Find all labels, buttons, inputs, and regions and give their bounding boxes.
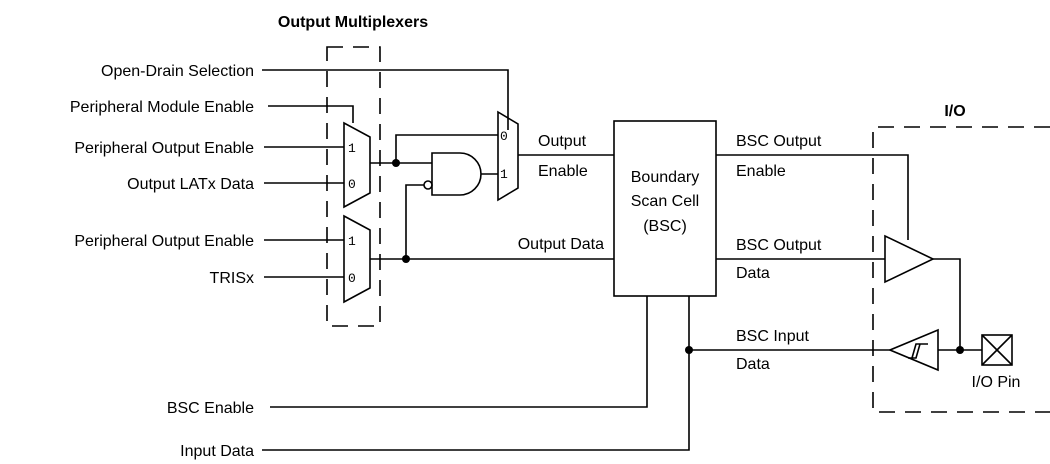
multiplexer-3 [497, 110, 519, 202]
label-output-enable-line2: Enable [538, 163, 588, 180]
label-bsc-output-data-line2: Data [736, 265, 770, 282]
wire-open-drain-selection [262, 69, 509, 130]
boundary-scan-cell [613, 120, 717, 297]
io-title: I/O [944, 103, 965, 120]
mux3-input-1: 1 [500, 167, 508, 182]
label-bsc-enable: BSC Enable [167, 400, 254, 417]
label-input-data: Input Data [180, 443, 254, 460]
mux1-input-1: 1 [348, 141, 356, 156]
multiplexer-1 [343, 121, 371, 209]
label-bsc-output-data-line1: BSC Output [736, 237, 822, 254]
wire-peripheral-module-enable [268, 105, 354, 123]
label-io-pin: I/O Pin [972, 374, 1021, 391]
wire-buffer-to-pin [933, 258, 961, 350]
label-open-drain-selection: Open-Drain Selection [101, 63, 254, 80]
label-peripheral-output-enable-1: Peripheral Output Enable [74, 140, 254, 157]
label-bsc-input-data-line2: Data [736, 356, 770, 373]
label-output-enable-line1: Output [538, 133, 587, 150]
label-output-data: Output Data [518, 236, 604, 253]
mux3-input-0: 0 [500, 129, 508, 144]
io-box [872, 126, 1050, 413]
wire-bsc-enable [270, 296, 648, 408]
wire-input-data [262, 296, 690, 451]
io-pin-cross-2 [981, 334, 1013, 366]
label-peripheral-output-enable-2: Peripheral Output Enable [74, 233, 254, 250]
wire-output-data-to-and [405, 184, 424, 259]
and-gate [431, 152, 482, 196]
wire-bsc-output-enable [716, 154, 909, 240]
label-bsc-input-data-line1: BSC Input [736, 328, 809, 345]
label-peripheral-module-enable: Peripheral Module Enable [70, 99, 254, 116]
mux2-input-0: 0 [348, 271, 356, 286]
output-multiplexers-title: Output Multiplexers [278, 14, 428, 31]
label-bsc-output-enable-line1: BSC Output [736, 133, 822, 150]
label-trisx: TRISx [210, 270, 254, 287]
mux2-input-1: 1 [348, 234, 356, 249]
schmitt-trigger-icon [908, 343, 928, 359]
output-multiplexers-box [326, 46, 381, 327]
bsc-label-line2: Scan Cell [631, 193, 699, 210]
label-bsc-output-enable-line2: Enable [736, 163, 786, 180]
wire-mux1-to-mux3 [395, 134, 498, 163]
multiplexer-2 [343, 214, 371, 304]
junction-io-pin [956, 346, 964, 354]
io-pin-icon [981, 334, 1013, 366]
label-output-latx-data: Output LATx Data [127, 176, 254, 193]
mux1-input-0: 0 [348, 177, 356, 192]
bsc-label-line3: (BSC) [643, 218, 687, 235]
output-buffer [884, 234, 935, 284]
inverter-bubble [423, 180, 433, 190]
bsc-label-line1: Boundary [631, 169, 700, 186]
